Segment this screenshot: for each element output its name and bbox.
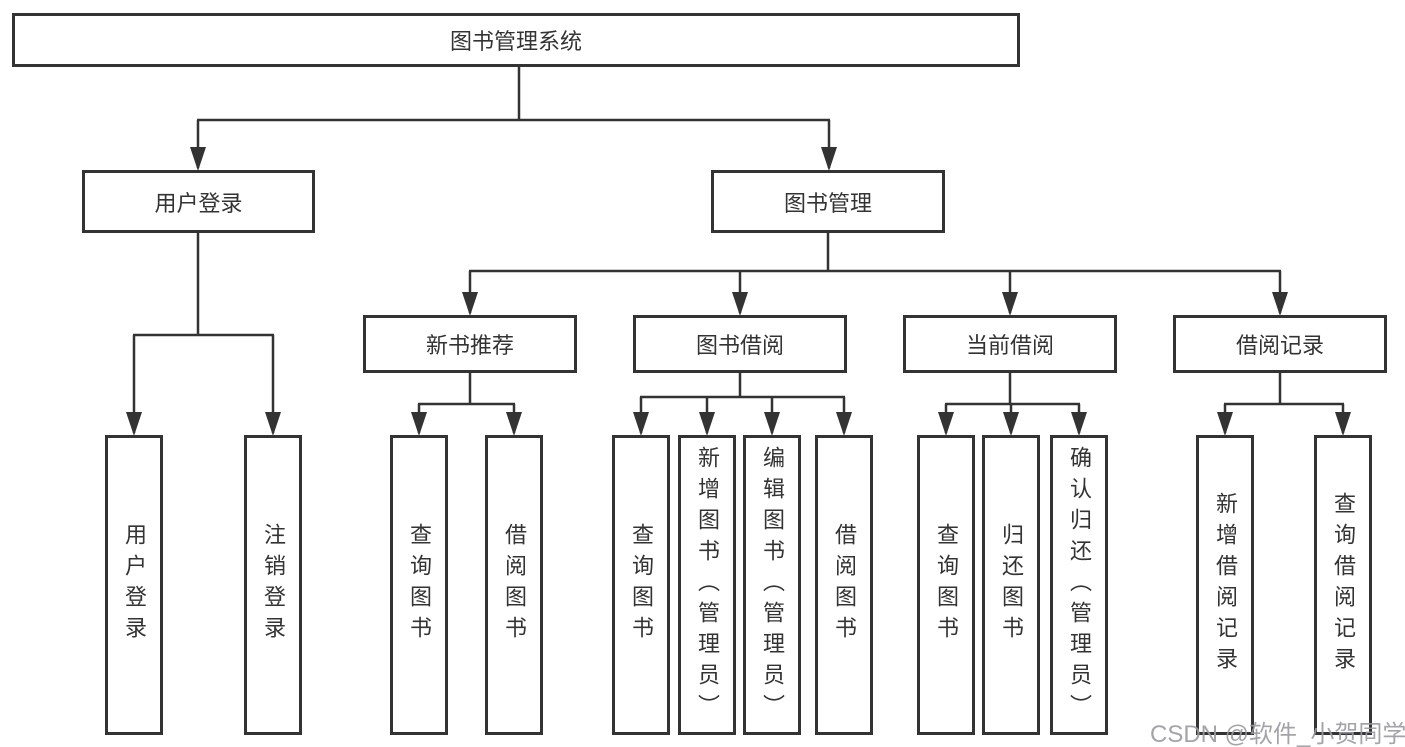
node-borrow-records-label: 借阅记录 [1235,333,1324,358]
node-book-management: 图书管理 [711,170,945,233]
connector-newbookrec-to-leaves [417,373,516,433]
leaf-add-borrow-record: 新增借阅记录 [1196,435,1254,735]
leaf-borrow-books-label: 借阅图书 [832,523,857,647]
leaf-logout: 注销登录 [244,435,302,735]
leaf-query-books-borrow: 查询图书 [612,435,670,735]
leaf-return-books-label: 归还图书 [999,523,1024,647]
leaf-query-books-rec: 查询图书 [390,435,448,735]
connector-bookborrow-to-leaves [639,373,846,433]
leaf-confirm-return-admin: 确认归还（管理员） [1050,435,1108,735]
connector-userlogin-to-leaves [132,233,275,433]
node-current-borrow: 当前借阅 [903,315,1117,373]
leaf-borrow-books: 借阅图书 [815,435,873,735]
leaf-query-books-rec-label: 查询图书 [407,523,432,647]
leaf-query-books-borrow-label: 查询图书 [629,523,654,647]
connector-bookmgmt-to-level3 [468,233,1282,313]
leaf-edit-books-admin-label: 编辑图书（管理员） [760,445,785,725]
leaf-add-books-admin-label: 新增图书（管理员） [695,445,720,725]
leaf-user-login-label: 用户登录 [122,523,147,647]
node-current-borrow-label: 当前借阅 [965,333,1054,358]
node-user-login: 用户登录 [82,170,315,233]
leaf-edit-books-admin: 编辑图书（管理员） [743,435,801,735]
node-new-book-recommend: 新书推荐 [363,315,577,373]
node-book-management-label: 图书管理 [783,190,872,216]
connector-root-to-level2 [196,67,831,168]
leaf-add-borrow-record-label: 新增借阅记录 [1213,492,1238,678]
leaf-borrow-books-rec-label: 借阅图书 [502,523,527,647]
leaf-logout-label: 注销登录 [261,523,286,647]
node-book-borrow: 图书借阅 [633,315,847,373]
node-book-borrow-label: 图书借阅 [695,333,784,358]
node-root-system: 图书管理系统 [12,13,1020,67]
leaf-query-borrow-record: 查询借阅记录 [1314,435,1372,735]
leaf-borrow-books-rec: 借阅图书 [485,435,543,735]
arrowheads [126,147,1351,436]
node-borrow-records: 借阅记录 [1173,315,1387,373]
leaf-query-borrow-record-label: 查询借阅记录 [1331,492,1356,678]
leaf-query-books-current: 查询图书 [917,435,975,735]
node-root-label: 图书管理系统 [449,29,582,54]
leaf-return-books: 归还图书 [982,435,1040,735]
node-new-book-recommend-label: 新书推荐 [425,333,514,358]
node-user-login-label: 用户登录 [154,190,243,216]
leaf-add-books-admin: 新增图书（管理员） [678,435,736,735]
leaf-confirm-return-admin-label: 确认归还（管理员） [1067,445,1092,725]
connector-borrowrecords-to-leaves [1223,373,1345,433]
csdn-watermark: CSDN @软件_小贺同学 [1150,721,1405,747]
leaf-user-login: 用户登录 [105,435,163,735]
leaf-query-books-current-label: 查询图书 [934,523,959,647]
